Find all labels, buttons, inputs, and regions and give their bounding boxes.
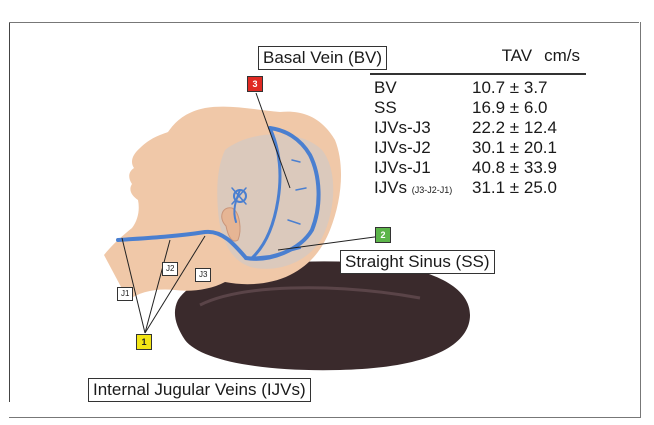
tav-table-header: TAV cm/s [374, 44, 586, 68]
unit-header: cm/s [544, 44, 580, 68]
row-name-with-subscript: IJVs (J3-J2-J1) [374, 178, 472, 198]
table-row: SS 16.9 ± 6.0 [374, 98, 586, 118]
internal-jugular-label: Internal Jugular Veins (IJVs) [88, 378, 311, 402]
row-name: IJVs-J3 [374, 118, 472, 138]
table-row: IJVs-J1 40.8 ± 33.9 [374, 158, 586, 178]
row-name: BV [374, 78, 472, 98]
basal-vein-label: Basal Vein (BV) [258, 46, 387, 70]
row-value: 40.8 ± 33.9 [472, 158, 586, 178]
table-row: IJVs-J3 22.2 ± 12.4 [374, 118, 586, 138]
row-name: IJVs-J1 [374, 158, 472, 178]
row-name: IJVs [374, 178, 407, 197]
row-value: 30.1 ± 20.1 [472, 138, 586, 158]
marker-j2: J2 [162, 262, 178, 276]
marker-j1: J1 [117, 287, 133, 301]
row-value: 16.9 ± 6.0 [472, 98, 586, 118]
marker-2: 2 [375, 227, 391, 243]
marker-j3: J3 [195, 268, 211, 282]
marker-1: 1 [136, 334, 152, 350]
row-value: 31.1 ± 25.0 [472, 178, 586, 198]
table-row: IJVs-J2 30.1 ± 20.1 [374, 138, 586, 158]
row-name: IJVs-J2 [374, 138, 472, 158]
marker-3: 3 [247, 76, 263, 92]
row-subscript: (J3-J2-J1) [412, 185, 453, 195]
row-name: SS [374, 98, 472, 118]
table-row: BV 10.7 ± 3.7 [374, 78, 586, 98]
row-value: 10.7 ± 3.7 [472, 78, 586, 98]
tav-header: TAV [502, 44, 533, 68]
straight-sinus-label: Straight Sinus (SS) [340, 250, 495, 274]
header-rule [370, 73, 586, 75]
table-row: IJVs (J3-J2-J1) 31.1 ± 25.0 [374, 178, 586, 198]
tav-table: TAV cm/s BV 10.7 ± 3.7 SS 16.9 ± 6.0 IJV… [374, 44, 586, 198]
row-value: 22.2 ± 12.4 [472, 118, 586, 138]
